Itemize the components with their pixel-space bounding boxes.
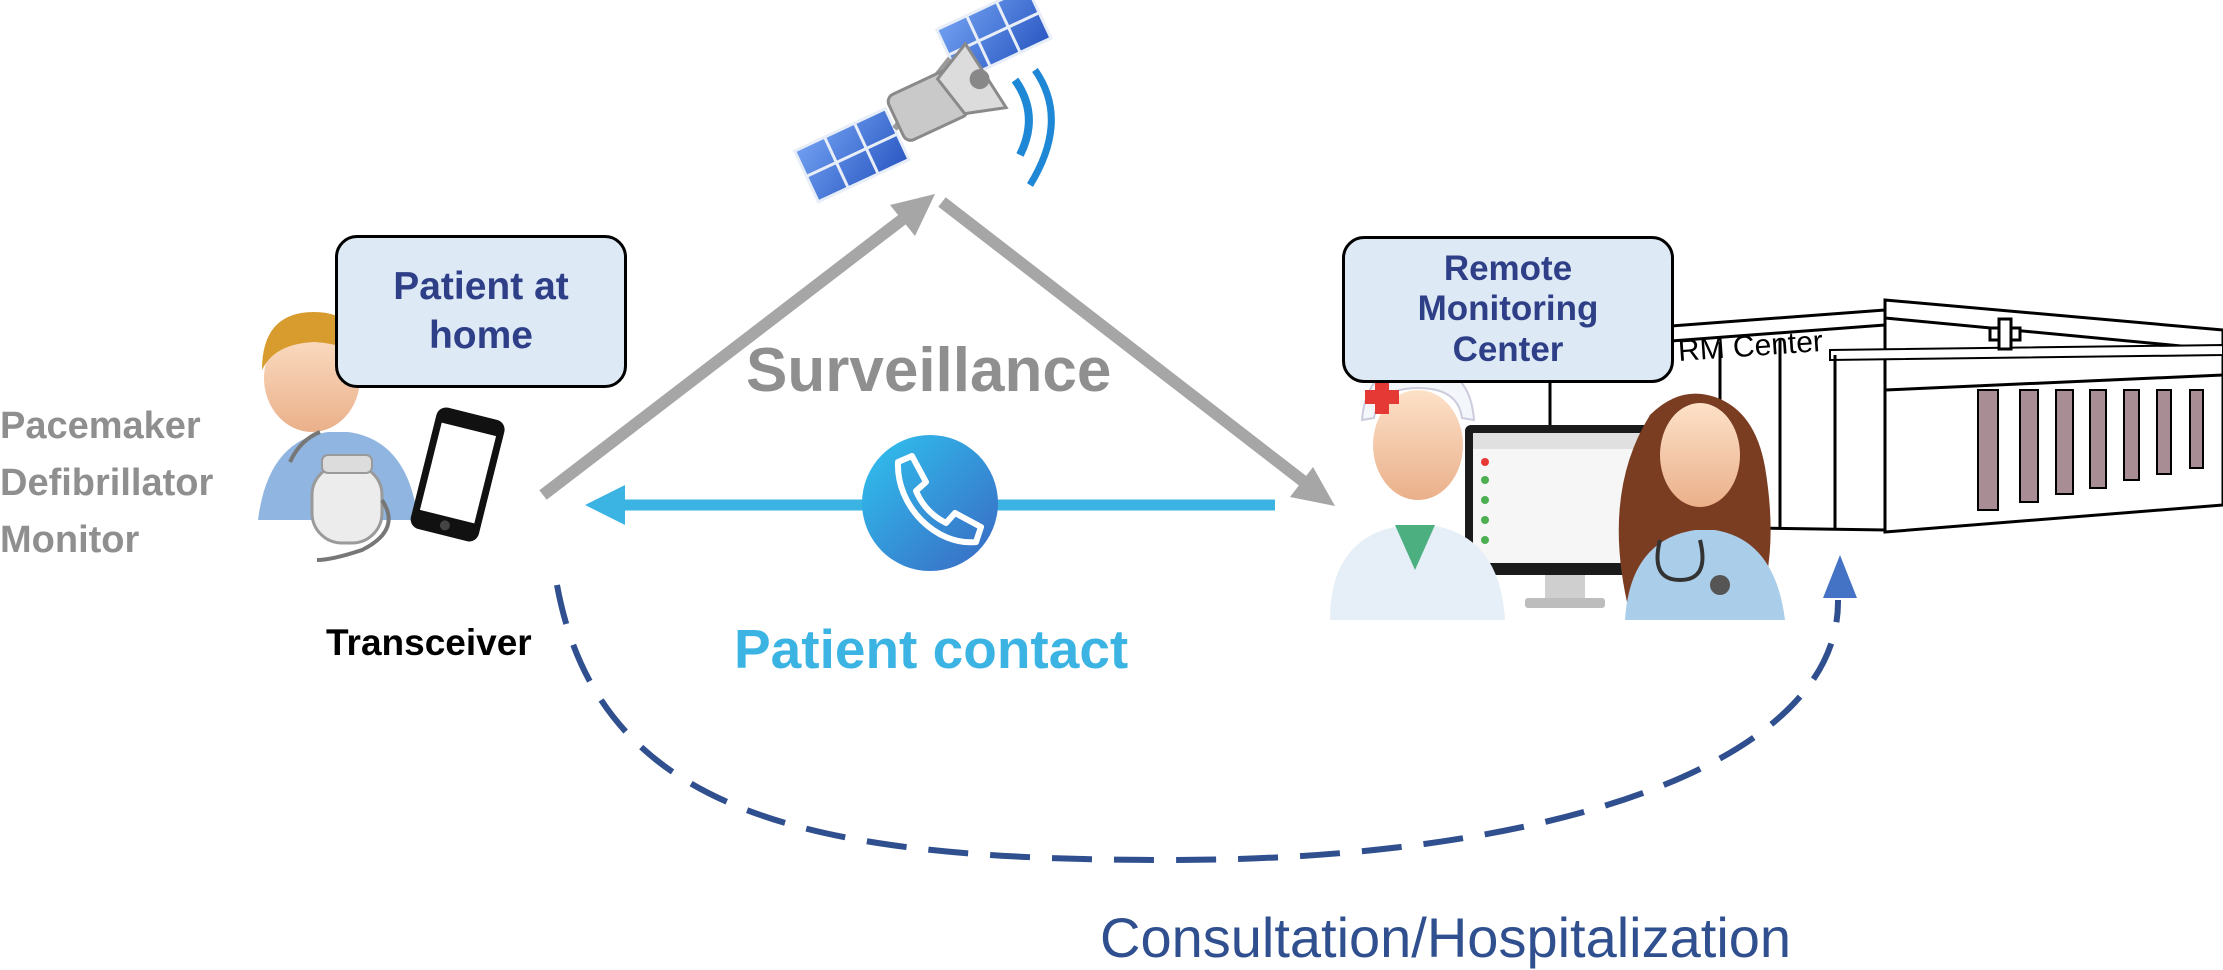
surveillance-arrow-up <box>539 194 935 500</box>
patient-callout-text: Patient at home <box>393 264 569 357</box>
transceiver-label: Transceiver <box>326 622 532 663</box>
implant-device-icon <box>288 430 391 562</box>
device-defibrillator: Defibrillator <box>0 462 214 504</box>
surveillance-label: Surveillance <box>746 336 1112 405</box>
patient-callout: Patient at home <box>335 235 627 388</box>
cross-icon <box>1988 317 2022 351</box>
consultation-label: Consultation/Hospitalization <box>1100 906 1792 969</box>
center-callout: Remote Monitoring Center <box>1342 236 1674 383</box>
patient-contact-label: Patient contact <box>734 618 1129 680</box>
device-monitor: Monitor <box>0 519 140 561</box>
satellite-icon <box>792 0 1055 204</box>
phone-icon <box>862 435 998 571</box>
device-pacemaker: Pacemaker <box>0 405 201 447</box>
surveillance-arrow-down <box>938 197 1335 506</box>
center-callout-text: Remote Monitoring Center <box>1417 249 1599 369</box>
consultation-arrow <box>554 555 1857 864</box>
doctor-icon <box>1618 393 1785 620</box>
smartphone-icon <box>410 407 505 542</box>
